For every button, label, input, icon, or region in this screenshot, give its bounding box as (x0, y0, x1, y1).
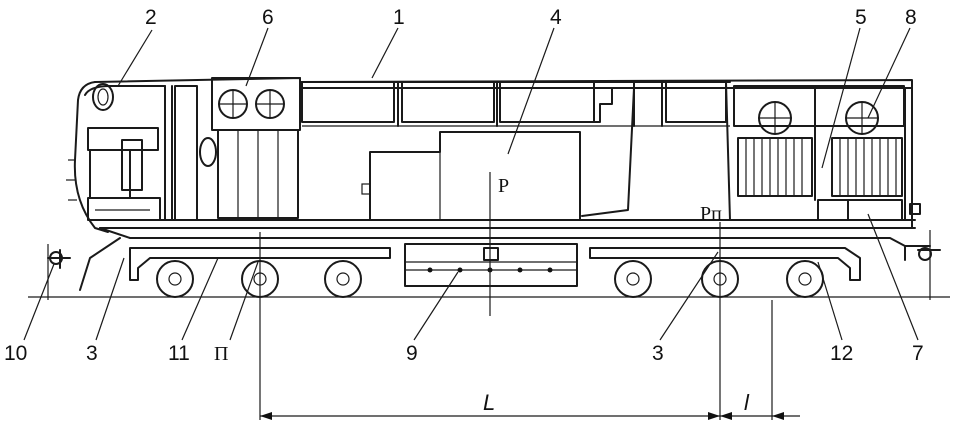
label-10: 10 (4, 342, 27, 365)
dimension-lines (47, 172, 931, 420)
compartment-6 (174, 77, 301, 221)
label-pi: П (214, 343, 228, 365)
cooling-section (733, 85, 921, 221)
label-force-pn: Рп (700, 203, 722, 225)
label-9: 9 (406, 342, 418, 365)
label-3-front: 3 (86, 342, 98, 365)
label-11: 11 (168, 342, 190, 365)
label-12: 12 (830, 342, 853, 365)
cab-interior (87, 83, 161, 221)
callout-labels: 2 6 1 4 5 8 P Рп 10 3 11 П 9 3 12 7 L l (4, 6, 924, 415)
label-6: 6 (262, 6, 274, 29)
label-l: l (744, 390, 750, 415)
label-1: 1 (393, 6, 405, 29)
leader-lines (23, 27, 919, 341)
label-5: 5 (855, 6, 867, 29)
fuel-tank (404, 243, 578, 287)
label-3-rear: 3 (652, 342, 664, 365)
engine-room (301, 81, 731, 221)
label-7: 7 (912, 342, 924, 365)
rear-bogie (589, 247, 861, 298)
label-force-p: P (498, 175, 509, 197)
label-4: 4 (550, 6, 562, 29)
label-8: 8 (905, 6, 917, 29)
label-2: 2 (145, 6, 157, 29)
label-L: L (483, 390, 495, 415)
